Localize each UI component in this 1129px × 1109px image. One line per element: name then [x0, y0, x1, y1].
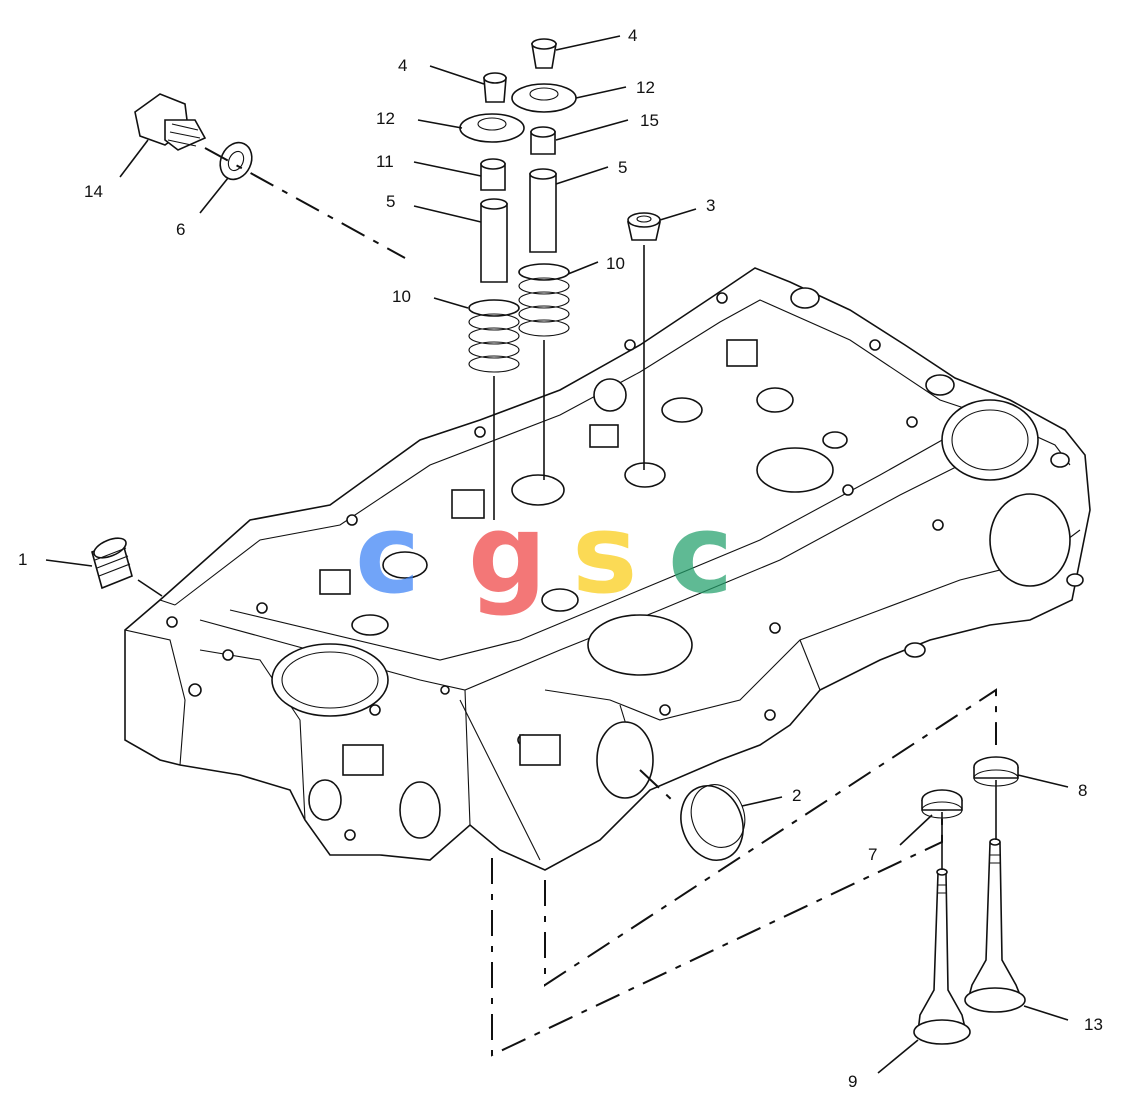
valve-part-13 — [964, 838, 1026, 1013]
cylinder-head — [124, 267, 1091, 871]
callout-11: 11 — [376, 152, 394, 171]
callout-4-left: 4 — [398, 56, 407, 75]
callout-8: 8 — [1078, 781, 1087, 800]
callout-5-left: 5 — [386, 192, 395, 211]
watermark-letter-g: g — [468, 490, 547, 618]
callout-12-left: 12 — [376, 109, 395, 128]
callout-1: 1 — [18, 550, 27, 569]
watermark-letter-c2: c — [668, 490, 733, 618]
callout-5-right: 5 — [618, 158, 627, 177]
valve-stack-right — [511, 38, 577, 480]
valve-seat-part-8 — [973, 756, 1019, 787]
callout-14: 14 — [84, 182, 103, 201]
leader-lines — [45, 35, 1069, 1074]
callout-3: 3 — [706, 196, 715, 215]
callout-2: 2 — [792, 786, 801, 805]
washer-part-6 — [219, 141, 253, 181]
plug-part-3 — [627, 212, 661, 241]
callout-15: 15 — [640, 111, 659, 130]
callout-10-left: 10 — [392, 287, 411, 306]
watermark-letter-c1: c — [355, 490, 420, 618]
valve-seat-part-7 — [921, 789, 963, 819]
callout-6: 6 — [176, 220, 185, 239]
assembly-lines — [204, 147, 997, 1057]
callout-10-right: 10 — [606, 254, 625, 273]
bolt-part-14 — [134, 93, 207, 151]
valve-part-9 — [913, 868, 971, 1045]
callout-7: 7 — [868, 845, 877, 864]
callout-9: 9 — [848, 1072, 857, 1091]
watermark-letter-s: s — [572, 490, 637, 618]
plug-part-1 — [91, 537, 133, 590]
callout-13: 13 — [1084, 1015, 1103, 1034]
callout-12-right: 12 — [636, 78, 655, 97]
callout-4-right: 4 — [628, 26, 637, 45]
watermark-logo: c g s c — [355, 490, 733, 618]
seal-sleeve-part-2 — [680, 784, 746, 861]
callout-labels: 1 2 3 4 4 5 5 6 7 8 9 10 10 11 12 12 13 … — [18, 26, 1103, 1091]
